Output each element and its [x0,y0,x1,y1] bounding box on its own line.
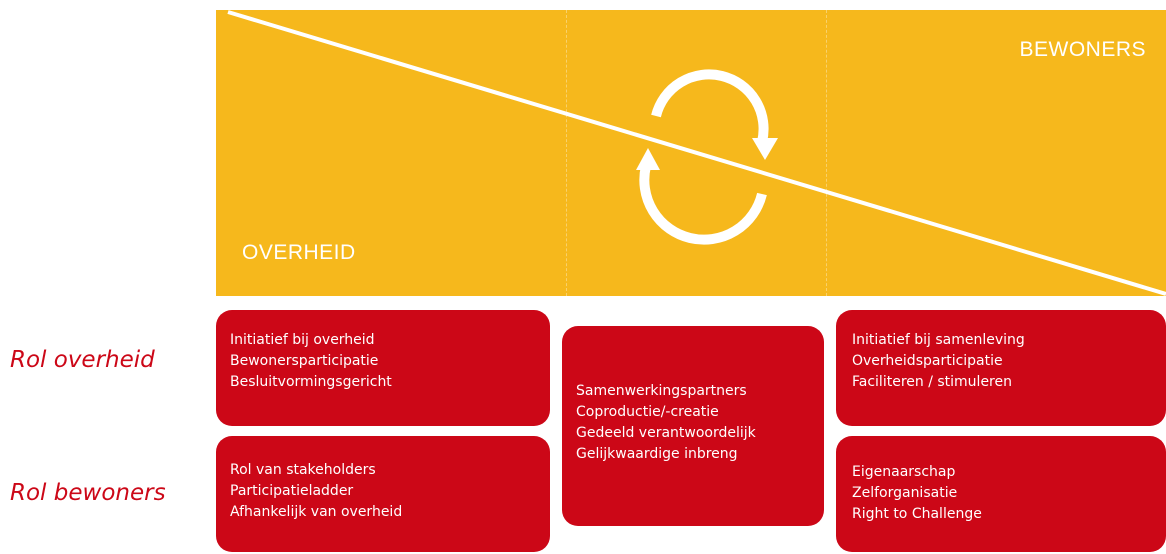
banner-graphic [227,10,1166,296]
box-collaboration: Samenwerkingspartners Coproductie/-creat… [562,326,824,526]
box-line: Zelforganisatie [852,485,958,501]
box-line: Samenwerkingspartners [576,383,747,399]
box-line: Bewonersparticipatie [230,353,379,369]
box-line: Afhankelijk van overheid [230,504,403,520]
box-line: Besluitvormingsgericht [230,374,392,390]
box-line: Participatieladder [230,483,354,499]
diagonal-line [227,10,1166,296]
box-line: Initiatief bij samenleving [852,332,1025,348]
box-line: Right to Challenge [852,506,982,522]
column-divider [566,10,567,296]
box-residents-stakeholders: Rol van stakeholders Participatieladder … [216,436,550,552]
government-label: OVERHEID [242,241,356,264]
row-label-government-role: Rol overheid [10,347,155,373]
box-residents-ownership: Eigenaarschap Zelforganisatie Right to C… [836,436,1166,552]
box-line: Coproductie/-creatie [576,404,719,420]
participation-banner: BEWONERS OVERHEID [216,10,1166,296]
box-line: Initiatief bij overheid [230,332,375,348]
box-line: Eigenaarschap [852,464,956,480]
column-divider [826,10,827,296]
box-line: Gelijkwaardige inbreng [576,446,738,462]
box-line: Faciliteren / stimuleren [852,374,1012,390]
box-society-initiative: Initiatief bij samenleving Overheidspart… [836,310,1166,426]
box-line: Rol van stakeholders [230,462,376,478]
residents-label: BEWONERS [1019,38,1146,61]
row-label-residents-role: Rol bewoners [10,480,166,506]
cycle-arrows-icon [636,69,778,245]
box-line: Overheidsparticipatie [852,353,1003,369]
box-government-initiative: Initiatief bij overheid Bewonersparticip… [216,310,550,426]
box-line: Gedeeld verantwoordelijk [576,425,756,441]
